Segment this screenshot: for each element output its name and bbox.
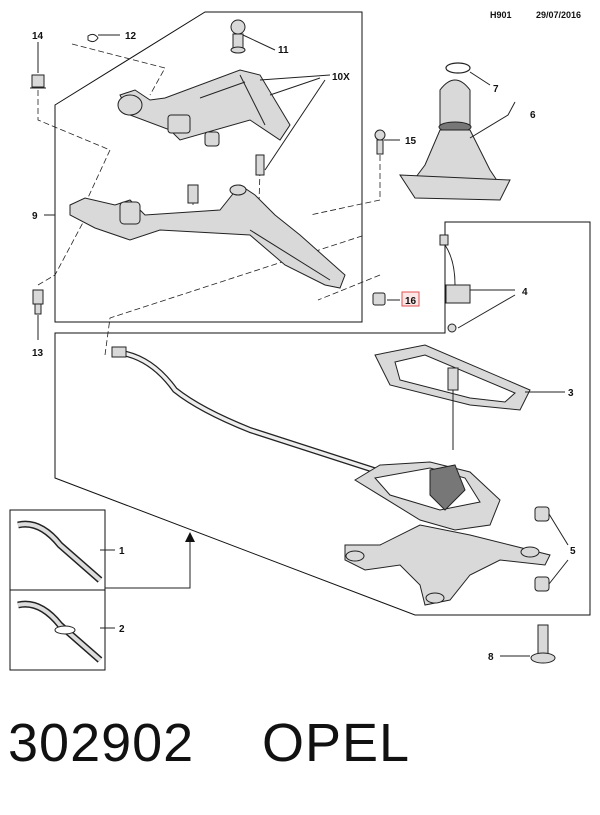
dash-16 (317, 274, 381, 301)
bolt-small (255, 154, 265, 176)
shift-cable (111, 346, 381, 475)
dash-13 (37, 199, 96, 286)
leader-11 (242, 34, 276, 51)
bolt-8 (530, 624, 556, 664)
callout-12: 12 (125, 31, 137, 42)
footer-brand: OPEL (262, 713, 411, 773)
clip-14 (30, 74, 46, 89)
highlight-16 (401, 291, 420, 307)
parts-diagram: 14 12 11 10X 9 13 15 16 7 6 4 3 5 8 1 2 (9, 11, 591, 671)
selector-lever (439, 234, 471, 333)
leader-7-6 (469, 71, 516, 139)
callout-11: 11 (278, 45, 289, 56)
frame-linkage (54, 11, 363, 323)
cable-end-variant-1 (17, 520, 103, 583)
callout-7: 7 (493, 84, 499, 95)
callout-3: 3 (568, 388, 574, 399)
shifter-housing (344, 461, 551, 606)
dash-14 (37, 90, 111, 216)
leader-10x (259, 74, 331, 171)
shift-knob-boot (399, 62, 511, 201)
callout-4: 4 (522, 287, 528, 298)
cable-end-variant-2 (17, 600, 103, 663)
footer-part-code: 302902 (8, 713, 195, 773)
callout-2: 2 (119, 624, 125, 635)
dash-12 (71, 43, 166, 96)
gear-boot (374, 344, 531, 450)
callout-8: 8 (488, 652, 494, 663)
frame-main (54, 221, 591, 616)
callout-13: 13 (32, 348, 44, 359)
shift-linkage-assembly (117, 69, 291, 141)
grommet-5 (534, 506, 550, 592)
diagram-date: 29/07/2016 (536, 10, 582, 20)
bolt-11 (230, 19, 246, 54)
callout-5: 5 (570, 546, 576, 557)
clip-12 (87, 33, 99, 43)
callout-6: 6 (530, 110, 536, 121)
pin-13 (32, 289, 44, 315)
dash-15 (309, 155, 381, 216)
callout-10x: 10X (332, 72, 350, 83)
callout-1: 1 (119, 546, 125, 557)
dash-cable (104, 234, 366, 356)
leader-5 (548, 513, 569, 585)
linkage-bracket (69, 184, 346, 289)
variant-arrow-line (105, 540, 191, 589)
callout-16: 16 (405, 296, 417, 307)
diagram-code: H901 (490, 10, 512, 20)
callout-15: 15 (405, 136, 417, 147)
callout-9: 9 (32, 211, 38, 222)
variant-arrow-head (185, 532, 195, 542)
nut-16 (372, 292, 386, 306)
bolt-15 (374, 129, 386, 155)
callout-14: 14 (32, 31, 44, 42)
leader-4 (457, 289, 516, 329)
bushing (187, 131, 220, 204)
